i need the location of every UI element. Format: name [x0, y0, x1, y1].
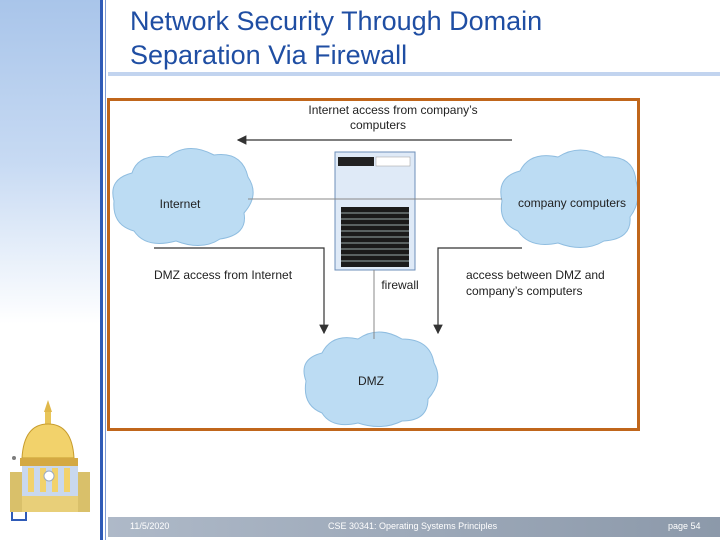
footer-page-number: page 54: [668, 521, 701, 531]
dmz-access-arrow: [154, 247, 329, 335]
dmz-cloud: [303, 331, 439, 427]
footer-bar: 11/5/2020 CSE 30341: Operating Systems P…: [108, 517, 720, 537]
internet-access-label-line1: Internet access from company’s: [308, 103, 477, 117]
internet-label: Internet: [160, 197, 201, 211]
title-underline: [108, 72, 720, 76]
dome-logo-icon: [10, 400, 90, 521]
sidebar-divider: [100, 0, 103, 540]
company-computers-label: company computers: [518, 196, 626, 210]
internet-access-label-line2: computers: [350, 118, 406, 132]
firewall-label: firewall: [381, 278, 418, 292]
diagram-frame: Internet company computers DMZ firewall: [107, 98, 640, 431]
internet-cloud: [112, 148, 254, 246]
access-between-label-line1: access between DMZ and: [466, 268, 605, 282]
dmz-label: DMZ: [358, 374, 384, 388]
access-between-arrow: [433, 247, 522, 335]
slide-title-line2: Separation Via Firewall: [130, 40, 408, 70]
slide-title-line1: Network Security Through Domain: [130, 6, 543, 36]
dmz-access-label: DMZ access from Internet: [154, 268, 293, 282]
footer-date: 11/5/2020: [130, 521, 170, 531]
access-between-label-line2: company’s computers: [466, 284, 583, 298]
firewall-icon: [334, 151, 416, 271]
network-diagram: Internet company computers DMZ firewall: [112, 103, 639, 427]
sidebar-divider-thin: [105, 0, 106, 540]
footer-course: CSE 30341: Operating Systems Principles: [328, 521, 498, 531]
slide-title: Network Security Through Domain Separati…: [130, 4, 542, 72]
